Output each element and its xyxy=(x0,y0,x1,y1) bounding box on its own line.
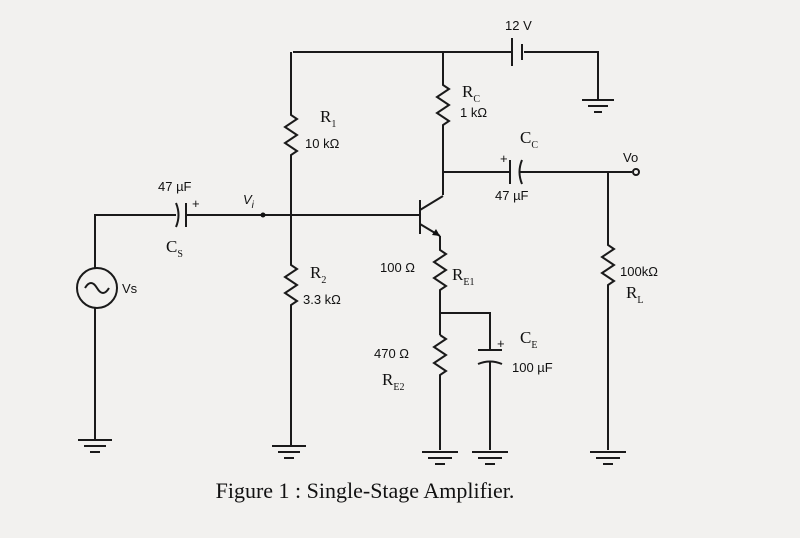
resistor-r2 xyxy=(283,215,299,445)
ground-symbol xyxy=(582,99,614,113)
capacitor-cc xyxy=(509,159,523,185)
ground-symbol xyxy=(590,451,626,465)
sine-icon xyxy=(84,282,110,294)
re1-label: RE1 xyxy=(452,265,474,288)
top-rail-wire xyxy=(293,51,599,100)
figure-caption: Figure 1 : Single-Stage Amplifier. xyxy=(215,478,515,503)
ce-polarity: + xyxy=(497,336,505,351)
resistor-rc xyxy=(435,52,451,195)
resistor-r1 xyxy=(283,52,299,215)
vs-label: Vs xyxy=(122,281,138,296)
re1-value: 100 Ω xyxy=(380,260,415,275)
ground-symbol xyxy=(272,445,306,459)
rl-value: 100kΩ xyxy=(620,264,658,279)
ac-source-vs xyxy=(76,267,118,309)
cs-value: 47 µF xyxy=(158,179,192,194)
ce-label: CE xyxy=(520,328,537,351)
vi-label: Vi xyxy=(243,192,255,211)
output-terminal xyxy=(632,168,640,176)
npn-transistor xyxy=(419,195,444,237)
cc-label: CC xyxy=(520,128,538,151)
ground-symbol xyxy=(422,451,458,465)
capacitor-cs xyxy=(175,202,187,228)
ground-symbol xyxy=(472,451,508,465)
battery-symbol xyxy=(511,38,523,66)
r1-value: 10 kΩ xyxy=(305,136,340,151)
re2-value: 470 Ω xyxy=(374,346,409,361)
capacitor-ce xyxy=(477,349,503,365)
resistor-re2 xyxy=(432,334,448,450)
resistor-re1 xyxy=(432,236,448,335)
rc-label: RC xyxy=(462,82,480,105)
cc-value: 47 µF xyxy=(495,188,529,203)
ce-value: 100 µF xyxy=(512,360,553,375)
cc-polarity: + xyxy=(500,151,508,166)
cs-polarity: + xyxy=(192,196,200,211)
rc-value: 1 kΩ xyxy=(460,105,487,120)
vi-node xyxy=(260,212,266,218)
r2-value: 3.3 kΩ xyxy=(303,292,341,307)
resistor-rl xyxy=(600,172,616,450)
input-wire xyxy=(94,214,420,268)
supply-label: 12 V xyxy=(505,18,532,33)
ground-symbol xyxy=(78,439,112,453)
ce-wire xyxy=(440,312,491,450)
vo-label: Vo xyxy=(623,150,638,165)
r1-label: R1 xyxy=(320,107,336,130)
re2-label: RE2 xyxy=(382,370,404,393)
rl-label: RL xyxy=(626,283,643,306)
r2-label: R2 xyxy=(310,263,326,286)
cs-label: CS xyxy=(166,237,183,260)
